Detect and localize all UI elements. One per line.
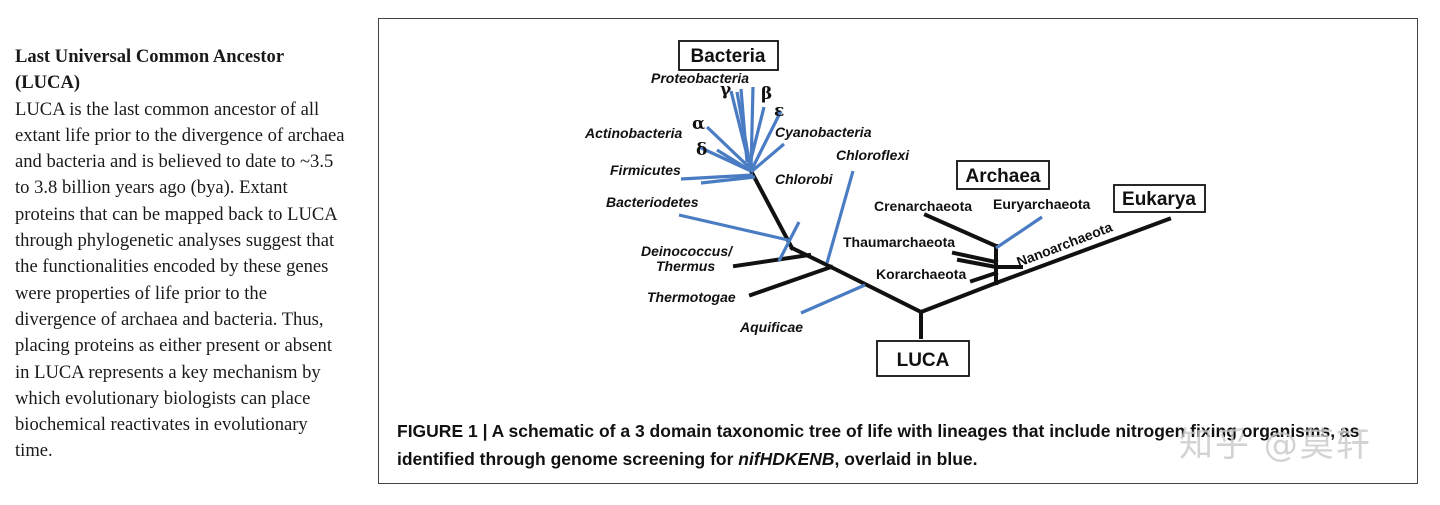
actinobacteria-branch bbox=[698, 145, 752, 173]
chloroflexi-branch bbox=[825, 170, 855, 264]
deinococcus-label: Deinococcus/ bbox=[641, 243, 734, 259]
delta-label: δ bbox=[696, 140, 707, 160]
bacteria-box bbox=[678, 40, 779, 71]
thaumarchaeota-label: Thaumarchaeota bbox=[843, 234, 955, 250]
sidebar-body: LUCA is the last common ancestor of all … bbox=[15, 98, 345, 462]
watermark: 知乎 @莫轩 bbox=[1179, 425, 1372, 465]
caption-gene: nifHDKENB bbox=[738, 449, 835, 469]
eukarya-branch bbox=[993, 216, 1172, 286]
thaumarchaeota-branch-2 bbox=[956, 257, 999, 270]
archaea-trunk bbox=[918, 280, 999, 315]
proteobacteria-branch bbox=[739, 88, 749, 163]
aquificae-branch bbox=[800, 283, 866, 315]
korarchaeota-branch bbox=[969, 270, 999, 284]
chlorobi-label: Chlorobi bbox=[775, 171, 834, 187]
figure-panel: Bacteria Archaea Eukarya LUCA γ β ε α δ … bbox=[378, 18, 1418, 484]
alpha-branch bbox=[705, 125, 753, 171]
sidebar-text: Last Universal Common Ancestor (LUCA) LU… bbox=[15, 44, 350, 465]
tree-of-life-diagram: Bacteria Archaea Eukarya LUCA γ β ε α δ … bbox=[584, 40, 1206, 377]
sidebar-heading: Last Universal Common Ancestor (LUCA) bbox=[15, 46, 284, 94]
cyanobacteria-branch bbox=[749, 142, 786, 174]
bacteriodetes-branch bbox=[678, 213, 789, 242]
euryarchaeota-label: Euryarchaeota bbox=[993, 196, 1090, 212]
bacteria-trunk bbox=[828, 264, 924, 315]
firmicutes-branch-2 bbox=[700, 175, 756, 185]
thermotogae-label: Thermotogae bbox=[647, 289, 736, 305]
gamma-label: γ bbox=[720, 80, 732, 100]
korarchaeota-label: Korarchaeota bbox=[876, 266, 966, 282]
firmicutes-branch bbox=[680, 173, 754, 181]
eukarya-label: Eukarya bbox=[1122, 189, 1196, 210]
alpha-label: α bbox=[692, 114, 705, 134]
bacteria-upper-branch bbox=[748, 168, 795, 251]
bacteriodetes-label: Bacteriodetes bbox=[606, 194, 699, 210]
beta-branch bbox=[747, 106, 766, 168]
archaea-box bbox=[956, 160, 1050, 190]
proteobacteria-label: Proteobacteria bbox=[651, 70, 749, 86]
thaumarchaeota-branch bbox=[951, 250, 999, 265]
thermus-label: Thermus bbox=[656, 258, 715, 274]
crenarchaeota-branch bbox=[923, 212, 999, 249]
figure-caption: FIGURE 1 | A schematic of a 3 domain tax… bbox=[397, 417, 1407, 473]
bacteria-label: Bacteria bbox=[691, 46, 766, 67]
epsilon-branch bbox=[749, 110, 783, 172]
thermotogae-branch bbox=[748, 264, 834, 298]
eukarya-box bbox=[1113, 184, 1206, 213]
chloroflexi-label: Chloroflexi bbox=[836, 147, 910, 163]
euryarchaeota-branch bbox=[995, 215, 1043, 250]
luca-box bbox=[876, 340, 970, 377]
deinococcus-branch bbox=[732, 252, 812, 269]
beta-label: β bbox=[761, 84, 772, 104]
firmicutes-label: Firmicutes bbox=[610, 162, 681, 178]
archaea-label: Archaea bbox=[966, 166, 1041, 187]
chlorobi-branch bbox=[777, 221, 801, 262]
luca-label: LUCA bbox=[897, 350, 950, 371]
aquificae-label: Aquificae bbox=[739, 319, 803, 335]
caption-prefix: FIGURE 1 | A schematic of a 3 domain tax… bbox=[397, 421, 1360, 469]
crenarchaeota-label: Crenarchaeota bbox=[874, 198, 972, 214]
caption-suffix: , overlaid in blue. bbox=[834, 449, 978, 469]
actinobacteria-label: Actinobacteria bbox=[584, 125, 682, 141]
epsilon-label: ε bbox=[774, 101, 784, 121]
bacteria-branch bbox=[789, 245, 834, 270]
cyanobacteria-label: Cyanobacteria bbox=[775, 124, 872, 140]
